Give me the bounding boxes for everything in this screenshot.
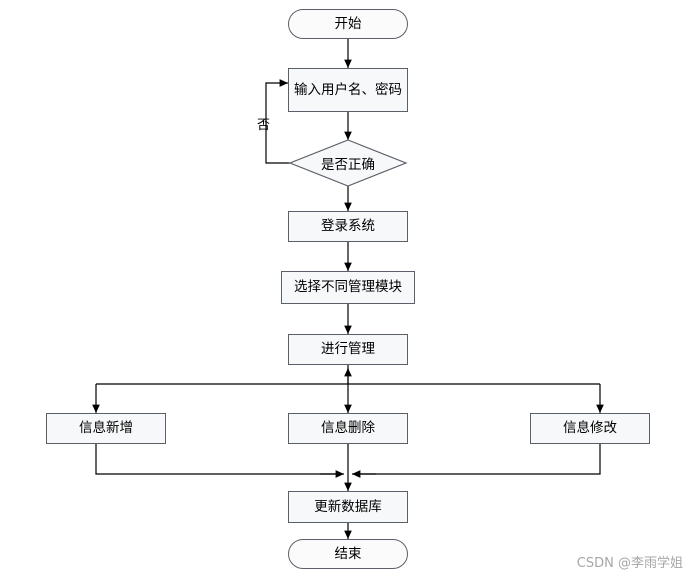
node-info-add[interactable]: 信息新增 [46, 413, 166, 444]
node-update-database-label: 更新数据库 [314, 498, 382, 515]
node-manage[interactable]: 进行管理 [288, 334, 408, 365]
node-info-delete-label: 信息删除 [321, 420, 375, 437]
node-info-add-label: 信息新增 [79, 420, 133, 437]
node-select-module-label: 选择不同管理模块 [294, 279, 402, 296]
node-end-label: 结束 [334, 545, 362, 562]
node-login-system-label: 登录系统 [321, 218, 375, 235]
node-select-module[interactable]: 选择不同管理模块 [281, 271, 415, 304]
node-info-delete[interactable]: 信息删除 [288, 413, 408, 444]
edge-label-no: 否 [257, 114, 270, 133]
node-check-correct-label: 是否正确 [321, 157, 375, 173]
edge-add-bottom [95, 444, 341, 475]
decision-diamond-shape [288, 139, 408, 187]
node-info-modify-label: 信息修改 [563, 420, 617, 437]
node-input-credentials-label: 输入用户名、密码 [294, 81, 402, 98]
edge-modify-bottom [355, 444, 601, 475]
node-manage-label: 进行管理 [321, 341, 375, 358]
node-login-system[interactable]: 登录系统 [288, 211, 408, 242]
watermark-text: CSDN @李雨学姐 [576, 556, 683, 571]
edge-label-no-text: 否 [257, 118, 271, 133]
node-end[interactable]: 结束 [288, 539, 408, 569]
edge-check-no-loop [265, 79, 290, 164]
watermark: CSDN @李雨学姐 [577, 552, 683, 571]
node-input-credentials[interactable]: 输入用户名、密码 [288, 68, 408, 112]
node-info-modify[interactable]: 信息修改 [530, 413, 650, 444]
node-start[interactable]: 开始 [288, 9, 408, 39]
node-check-correct[interactable]: 是否正确 [290, 140, 406, 186]
node-update-database[interactable]: 更新数据库 [288, 491, 408, 523]
node-start-label: 开始 [334, 15, 362, 32]
